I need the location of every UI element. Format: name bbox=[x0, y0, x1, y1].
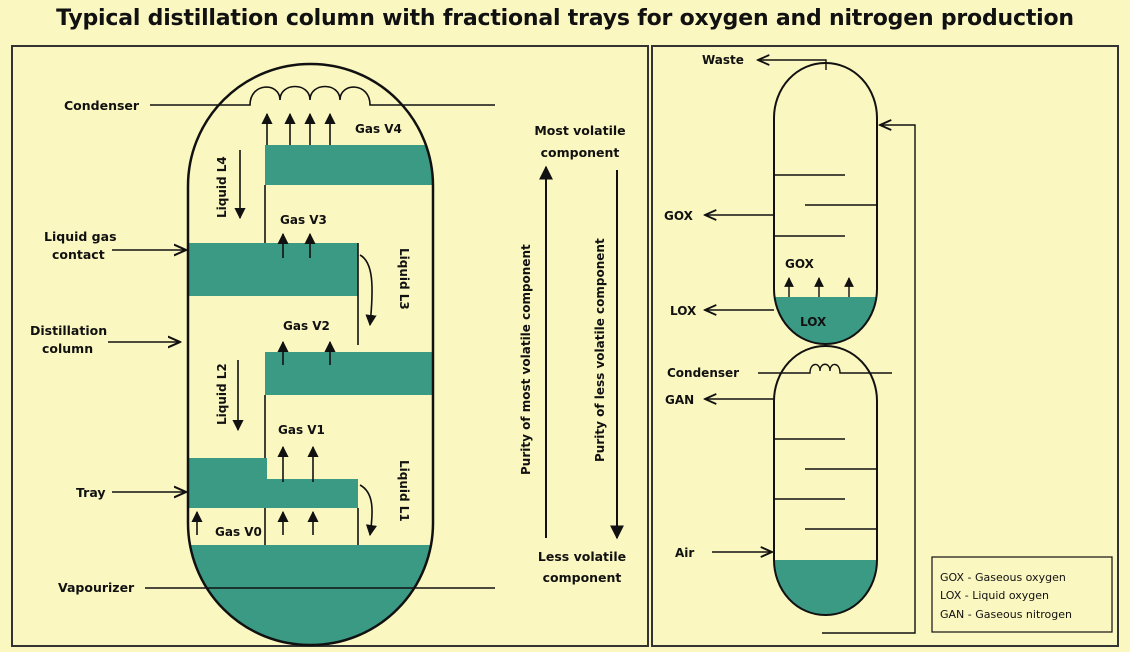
lower-column bbox=[773, 345, 878, 616]
tray-2 bbox=[265, 352, 433, 395]
gas-v2-label: Gas V2 bbox=[283, 319, 330, 333]
tray-label: Tray bbox=[76, 485, 106, 500]
waste-label: Waste bbox=[702, 53, 744, 67]
most-volatile-label-2: component bbox=[541, 145, 620, 160]
tray-1-liquid bbox=[265, 479, 358, 508]
vapourizer-label: Vapourizer bbox=[58, 580, 135, 595]
purity-most-volatile-label: Purity of most volatile component bbox=[519, 244, 533, 475]
diagram-title: Typical distillation column with fractio… bbox=[56, 6, 1074, 31]
less-volatile-label-1: Less volatile bbox=[538, 549, 626, 564]
gan-label: GAN bbox=[665, 393, 694, 407]
vapourizer-liquid bbox=[188, 545, 433, 645]
gas-v3-label: Gas V3 bbox=[280, 213, 327, 227]
purity-less-volatile-label: Purity of less volatile component bbox=[593, 238, 607, 462]
legend: GOX - Gaseous oxygen LOX - Liquid oxygen… bbox=[931, 556, 1113, 633]
liquid-arrows bbox=[232, 150, 378, 537]
distillation-column-label-1: Distillation bbox=[30, 323, 107, 338]
air-separation-unit: GOX LOX Waste GOX LOX bbox=[664, 53, 1113, 634]
tray-3 bbox=[188, 243, 358, 296]
distillation-column-label-2: column bbox=[42, 341, 93, 356]
liquid-l4-label: Liquid L4 bbox=[215, 156, 229, 218]
less-volatile-label-2: component bbox=[543, 570, 622, 585]
condenser-right-label: Condenser bbox=[667, 366, 739, 380]
legend-item-gox: GOX - Gaseous oxygen bbox=[940, 571, 1066, 584]
gas-v0-label: Gas V0 bbox=[215, 525, 262, 539]
liquid-gas-contact-label-1: Liquid gas bbox=[44, 229, 117, 244]
lox-label: LOX bbox=[670, 304, 697, 318]
most-volatile-label-1: Most volatile bbox=[534, 123, 625, 138]
right-condenser-coil bbox=[758, 363, 892, 374]
liquid-l3-label: Liquid L3 bbox=[397, 248, 411, 310]
gas-v4-label: Gas V4 bbox=[355, 122, 402, 136]
panel-borders bbox=[11, 45, 1119, 647]
distillation-column: Condenser Liquid gas contact Distillatio… bbox=[30, 62, 495, 647]
bottom-liquid bbox=[774, 560, 877, 615]
air-label: Air bbox=[675, 546, 694, 560]
liquid-l1-label: Liquid L1 bbox=[397, 460, 411, 522]
tray-1 bbox=[188, 458, 267, 508]
gas-arrows bbox=[191, 112, 336, 535]
condenser-coil bbox=[150, 85, 495, 106]
lox-inner-label: LOX bbox=[800, 315, 827, 329]
legend-item-gan: GAN - Gaseous nitrogen bbox=[940, 608, 1072, 621]
volatility-scale: Most volatile component Purity of most v… bbox=[519, 123, 626, 585]
gox-inner-label: GOX bbox=[785, 257, 815, 271]
gas-v1-label: Gas V1 bbox=[278, 423, 325, 437]
condenser-label: Condenser bbox=[64, 98, 140, 113]
tray-4 bbox=[265, 145, 433, 185]
liquid-gas-contact-label-2: contact bbox=[52, 247, 105, 262]
liquid-l2-label: Liquid L2 bbox=[215, 363, 229, 425]
gox-label: GOX bbox=[664, 209, 694, 223]
legend-item-lox: LOX - Liquid oxygen bbox=[940, 589, 1049, 602]
